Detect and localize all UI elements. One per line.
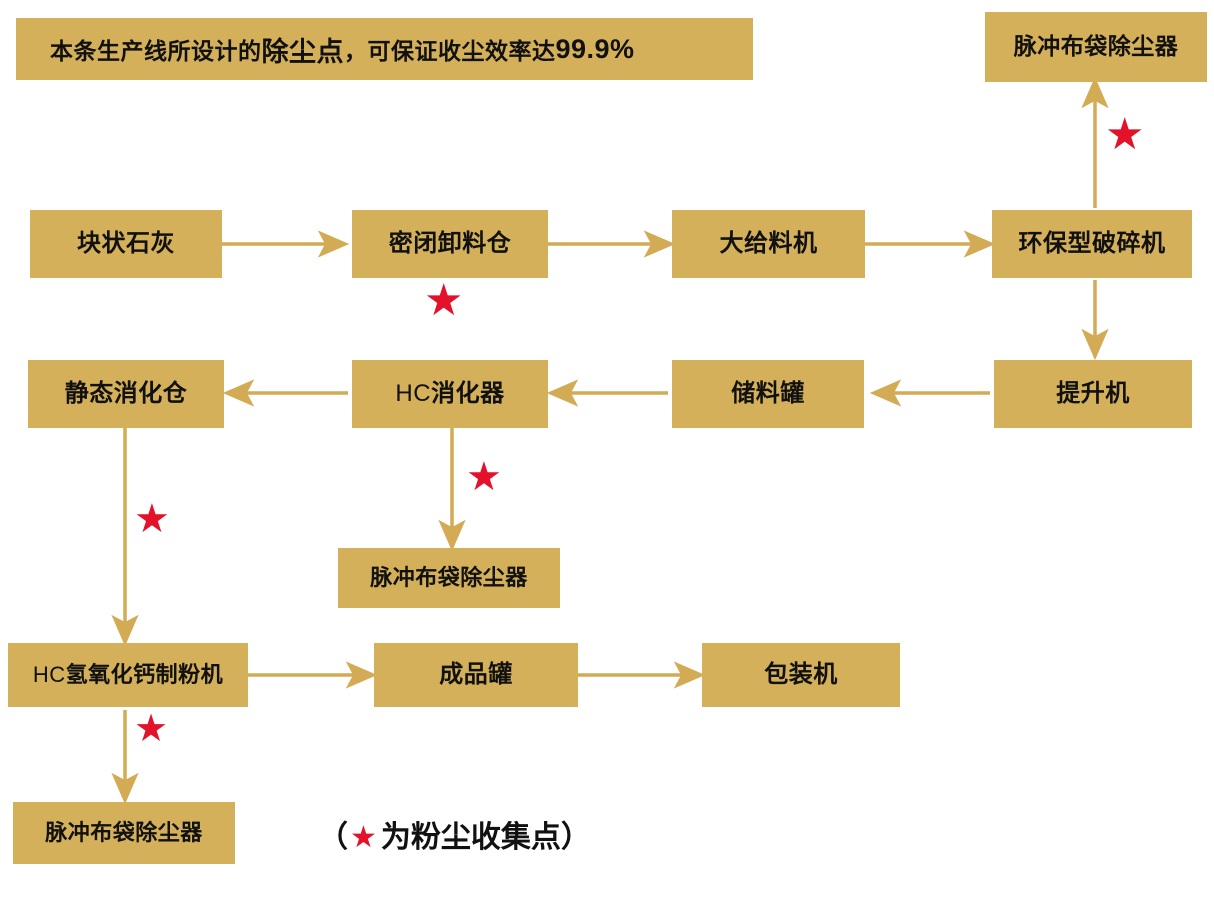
- banner-text-percent: 99.9%: [555, 33, 635, 64]
- dust-point-star-crusher: ★: [1105, 110, 1145, 159]
- banner-text-comma: ，: [344, 38, 368, 64]
- node-label: 脉冲布袋除尘器: [1013, 33, 1179, 60]
- legend: （★为粉尘收集点）: [318, 823, 591, 853]
- node-label: 块状石灰: [77, 229, 175, 257]
- dust-point-star-digester: ★: [466, 455, 502, 499]
- node-label: 环保型破碎机: [1018, 229, 1166, 257]
- legend-open-paren: （: [318, 821, 348, 854]
- node-label: 成品罐: [439, 660, 513, 688]
- node-label: 提升机: [1056, 379, 1130, 407]
- node-label: 氢氧化钙制粉机: [65, 661, 224, 687]
- legend-text: 为粉尘收集点: [380, 821, 561, 854]
- legend-star-icon: ★: [350, 821, 377, 854]
- node-label: 静态消化仓: [64, 379, 188, 407]
- node-label: 消化器: [431, 379, 505, 407]
- node-dust-collector-top-right[interactable]: 脉冲布袋除尘器: [985, 12, 1207, 82]
- node-static-digestion-bin[interactable]: 静态消化仓: [28, 360, 224, 428]
- node-hc-digester[interactable]: HC消化器: [352, 360, 548, 428]
- node-label: 脉冲布袋除尘器: [45, 819, 203, 845]
- node-dust-collector-bottom-left[interactable]: 脉冲布袋除尘器: [13, 802, 235, 864]
- banner-text-tail: 可保证收尘效率达: [367, 38, 556, 64]
- node-label: 大给料机: [719, 229, 818, 257]
- node-elevator[interactable]: 提升机: [994, 360, 1192, 428]
- node-eco-crusher[interactable]: 环保型破碎机: [992, 210, 1192, 278]
- node-label-composite: HC氢氧化钙制粉机: [32, 661, 224, 687]
- legend-close-paren: ）: [560, 821, 591, 854]
- node-packing-machine[interactable]: 包装机: [702, 643, 900, 707]
- node-label-composite: HC消化器: [395, 379, 505, 407]
- node-label-prefix: HC: [32, 661, 66, 687]
- node-dust-collector-middle[interactable]: 脉冲布袋除尘器: [338, 548, 560, 608]
- node-label: 密闭卸料仓: [388, 229, 512, 257]
- node-storage-tank[interactable]: 储料罐: [672, 360, 864, 428]
- node-label: 脉冲布袋除尘器: [370, 564, 528, 590]
- dust-point-star-mill: ★: [134, 708, 169, 750]
- banner-text-emphasis: 除尘点: [261, 36, 344, 67]
- dust-point-star-static-bin: ★: [134, 497, 170, 541]
- node-label-prefix: HC: [395, 379, 432, 407]
- node-label: 储料罐: [731, 379, 805, 407]
- banner-text-main: 本条生产线所设计的: [50, 38, 262, 64]
- node-large-feeder[interactable]: 大给料机: [672, 210, 865, 278]
- node-label: 包装机: [764, 660, 838, 688]
- node-hc-hydroxide-mill[interactable]: HC氢氧化钙制粉机: [8, 643, 248, 707]
- node-sealed-discharge-bin[interactable]: 密闭卸料仓: [352, 210, 548, 278]
- node-finished-tank[interactable]: 成品罐: [374, 643, 578, 707]
- node-lump-lime[interactable]: 块状石灰: [30, 210, 222, 278]
- dust-point-star-sealed-bin: ★: [424, 276, 464, 325]
